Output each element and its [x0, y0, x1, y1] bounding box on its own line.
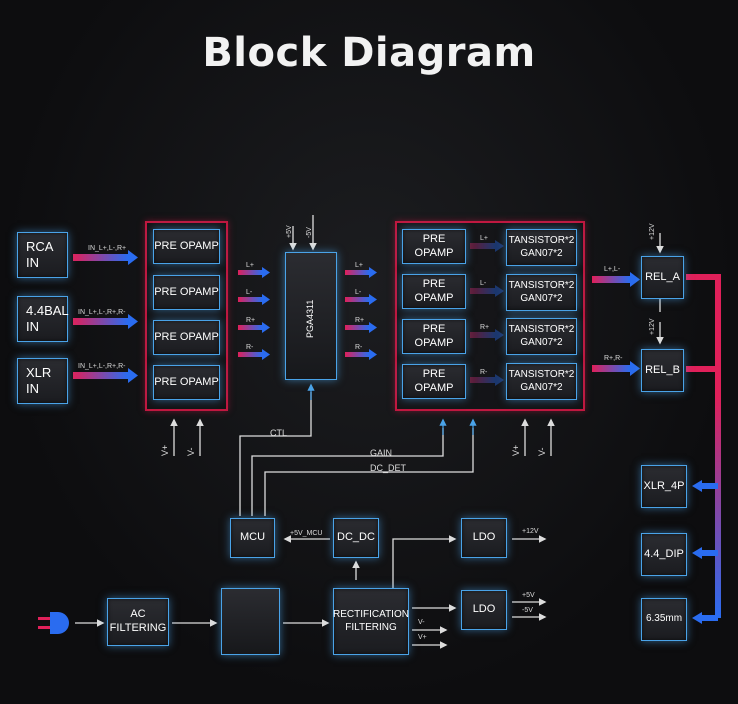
- input-signal-label: IN_L+,L-,R+,R-: [78, 363, 126, 370]
- input-rca: RCA IN: [17, 232, 68, 278]
- volume-chip: PGA4311: [285, 252, 337, 380]
- mcu-power-label: +5V_MCU: [290, 530, 323, 537]
- pre-opamp-block: PRE OPAMP: [153, 275, 220, 310]
- input-balanced: 4.4BAL IN: [17, 296, 69, 342]
- transistor-block: TANSISTOR*2 GAN07*2: [506, 318, 577, 355]
- channel-label: R+: [246, 317, 256, 324]
- chip-rail-label: +5V: [286, 225, 293, 238]
- rect-out-label: V-: [418, 619, 425, 626]
- pre-opamp-block: PRE OPAMP: [153, 365, 220, 400]
- ac-plug-icon: [38, 612, 69, 634]
- channel-label: L+: [355, 262, 363, 269]
- feedback-lines: [307, 383, 477, 435]
- ldo-top-out-label: +12V: [522, 528, 539, 535]
- rectifier-block: RECTIFICATION FILTERING: [333, 588, 409, 655]
- pre-opamp-block: PRE OPAMP: [153, 229, 220, 264]
- channel-label: L+: [480, 235, 488, 242]
- power-label: V-: [186, 447, 196, 456]
- control-lines: [75, 215, 664, 649]
- page-title: Block Diagram: [202, 30, 536, 76]
- output-635: 6.35mm: [641, 598, 687, 641]
- relay-signal-label: L+,L-: [604, 266, 621, 273]
- channel-label: L-: [246, 289, 253, 296]
- chip-label: PGA4311: [305, 299, 315, 338]
- power-label: V+: [160, 444, 170, 456]
- relay-b: REL_B: [641, 349, 684, 392]
- relay-power-label: +12V: [649, 223, 656, 240]
- channel-label: R-: [246, 344, 254, 351]
- input-xlr: XLR IN: [17, 358, 68, 404]
- input-signal-label: IN_L+,L-,R+: [88, 245, 127, 252]
- ac-filter-block: AC FILTERING: [107, 598, 169, 646]
- channel-label: L-: [355, 289, 362, 296]
- channel-label: R-: [480, 369, 488, 376]
- input-signal-label: IN_L+,L-,R+,R-: [78, 309, 126, 316]
- mcu-block: MCU: [230, 518, 275, 558]
- output-bus: [686, 274, 721, 624]
- channel-label: L-: [480, 280, 487, 287]
- relay-power-label: +12V: [649, 318, 656, 335]
- output-xlr: XLR_4P: [641, 465, 687, 508]
- ldo-top-block: LDO: [461, 518, 507, 558]
- transistor-block: TANSISTOR*2 GAN07*2: [506, 229, 577, 266]
- output-44: 4.4_DIP: [641, 533, 687, 576]
- channel-label: R+: [480, 324, 490, 331]
- ldo-bottom-out-label: -5V: [522, 607, 533, 614]
- transformer-block: [221, 588, 280, 655]
- channel-label: R-: [355, 344, 363, 351]
- transistor-block: TANSISTOR*2 GAN07*2: [506, 274, 577, 311]
- pre-opamp-block: PRE OPAMP: [153, 320, 220, 355]
- power-label: V+: [511, 444, 521, 456]
- channel-label: R+: [355, 317, 365, 324]
- pre-opamp-block: PRE OPAMP: [402, 274, 466, 309]
- gain-label: GAIN: [370, 448, 393, 458]
- transistor-block: TANSISTOR*2 GAN07*2: [506, 363, 577, 400]
- power-label: V-: [537, 447, 547, 456]
- relay-a: REL_A: [641, 256, 684, 299]
- pre-opamp-block: PRE OPAMP: [402, 364, 466, 399]
- ldo-bottom-block: LDO: [461, 590, 507, 630]
- relay-signal-label: R+,R-: [604, 355, 623, 362]
- dcdc-block: DC_DC: [333, 518, 379, 558]
- dc-det-label: DC_DET: [370, 463, 407, 473]
- pre-opamp-block: PRE OPAMP: [402, 229, 466, 264]
- channel-label: L+: [246, 262, 254, 269]
- ldo-bottom-out-label: +5V: [522, 592, 535, 599]
- ctl-label: CTL: [270, 428, 288, 438]
- chip-rail-label: -5V: [306, 227, 313, 238]
- rect-out-label: V+: [418, 634, 427, 641]
- input-arrows: [73, 250, 138, 383]
- pre-opamp-block: PRE OPAMP: [402, 319, 466, 354]
